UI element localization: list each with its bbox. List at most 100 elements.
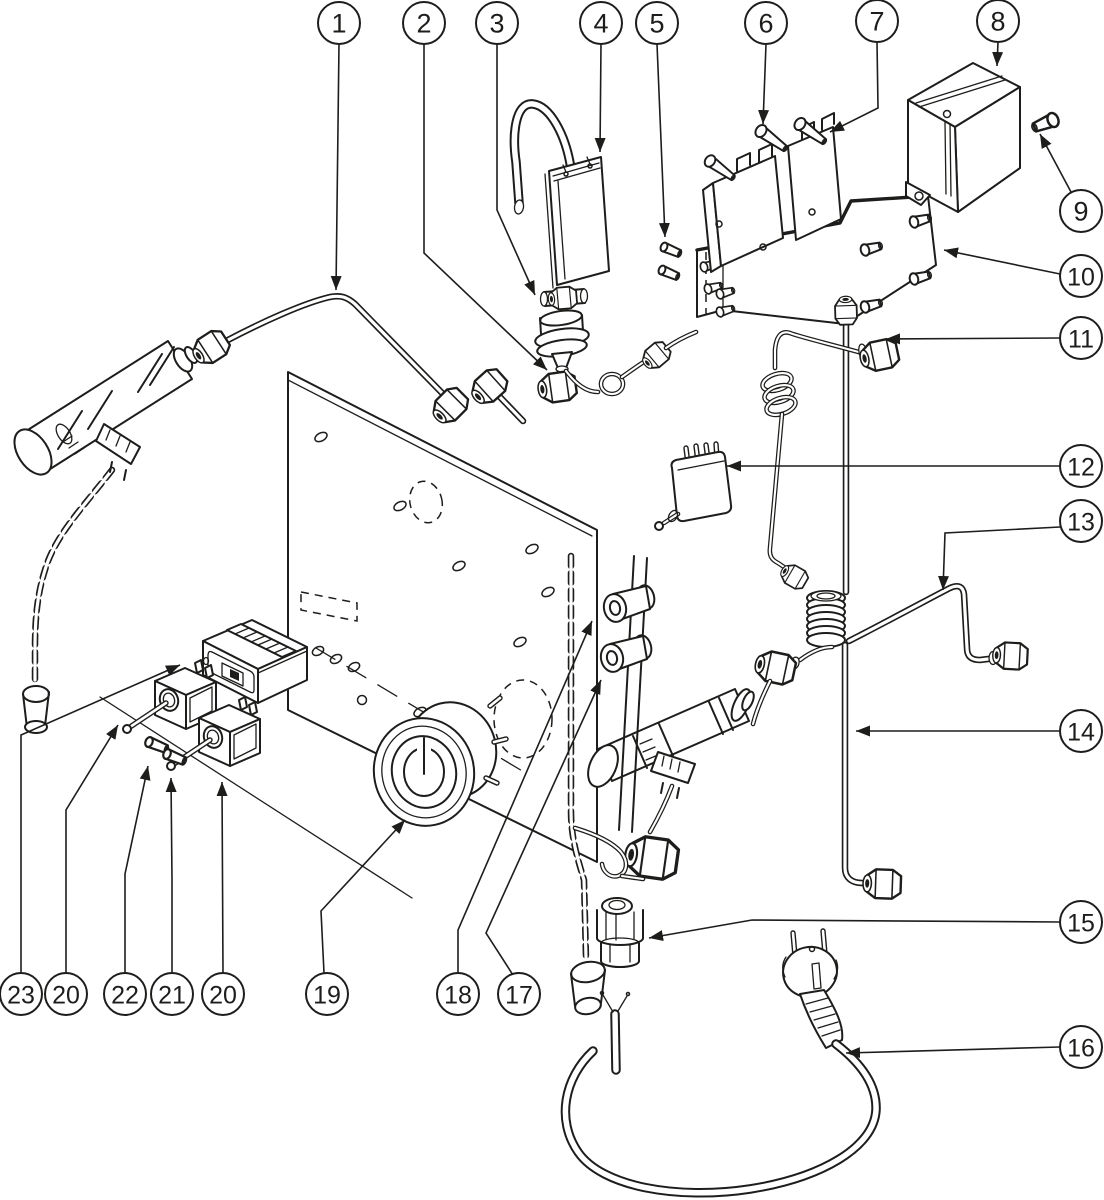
toggle-switch-right [166,696,261,771]
pump-assembly-left [13,340,199,734]
callout-number: 2 [416,9,431,39]
callout-leader [1039,133,1072,193]
callout-23: 23 [0,664,181,1016]
callout-balloon [579,1,623,45]
callout-number: 16 [1067,1035,1095,1063]
cable-gland [596,897,644,968]
callout-20: 20 [201,781,245,1016]
callout-balloon [744,1,788,45]
callout-1: 1 [317,1,361,291]
callout-leader [758,43,770,125]
callout-number: 8 [990,7,1005,37]
callout-leader [216,781,228,974]
callout-leader [124,765,151,973]
callout-balloon [635,1,679,45]
parts-artwork [13,62,1062,1198]
callout-5: 5 [635,1,679,238]
callout-leader [656,43,670,238]
callout-leader [423,44,548,371]
callout-number: 7 [869,7,884,37]
callout-15: 15 [648,900,1103,944]
callout-9: 9 [1039,133,1103,233]
callout-balloon [44,972,88,1016]
callout-3: 3 [475,1,536,296]
callout-balloon [1059,254,1103,298]
callout-leader [20,664,181,973]
callout-leader [885,333,1061,345]
micro-switch [654,441,733,531]
callout-22: 22 [103,765,151,1016]
callout-2: 2 [402,1,548,371]
long-boiler-pipe [750,294,903,901]
callout-balloon [317,1,361,45]
callout-balloon [1059,444,1103,488]
callout-number: 20 [209,982,237,1010]
callout-11: 11 [885,316,1103,360]
callout-leader [937,526,1061,591]
callout-balloon [1059,499,1103,543]
callout-number: 3 [489,9,504,39]
callout-balloon [150,972,194,1016]
callout-number: 11 [1068,326,1094,354]
callout-number: 9 [1073,197,1088,227]
callout-balloon [1059,189,1103,233]
callout-balloon [436,972,480,1016]
callout-balloon [402,1,446,45]
callout-number: 4 [593,9,608,39]
callout-number: 10 [1067,264,1095,292]
control-box-screw [1028,110,1062,137]
callout-leader [845,1046,1061,1059]
callout-leader [648,919,1061,942]
back-panel [287,371,598,863]
callout-leader [992,41,1004,67]
callout-balloon [497,972,541,1016]
callout-number: 21 [158,982,186,1010]
callout-balloon [305,972,349,1016]
callout-leader [594,43,606,153]
callout-17: 17 [485,679,602,1016]
callout-balloon [1059,1025,1103,1069]
callout-number: 1 [331,9,346,39]
callout-balloon [0,972,43,1016]
callout-balloon [475,1,519,45]
callout-number: 6 [758,9,773,39]
callout-12: 12 [727,444,1103,488]
callout-number: 18 [444,982,472,1010]
hour-counter [202,619,308,704]
callout-16: 16 [845,1025,1103,1069]
callout-leader [829,41,879,133]
callout-18: 18 [436,620,593,1016]
callout-balloon [855,0,899,43]
callout-number: 15 [1067,910,1095,938]
right-boiler-pipe [845,583,1030,672]
callout-balloon [1059,900,1103,944]
callout-number: 19 [313,982,341,1010]
capillary-tube [760,330,902,593]
callout-balloon [976,0,1020,43]
callout-balloon [201,972,245,1016]
control-box [905,62,1062,213]
upper-panel-fitting [602,584,656,623]
callout-balloon [1059,709,1103,753]
callout-20: 20 [44,724,119,1016]
pump-assembly-center [572,688,755,883]
callout-leader [320,819,406,974]
valve-assembly [464,285,699,425]
callout-number: 20 [52,982,80,1010]
callout-leader [165,777,177,973]
callout-leader [65,724,119,973]
callout-balloon [1059,316,1103,360]
callout-7: 7 [829,0,899,133]
callout-leader [496,44,536,296]
callout-number: 23 [7,982,35,1010]
callout-4: 4 [579,1,623,153]
dashed-hose [567,552,590,962]
callout-21: 21 [150,777,194,1016]
pressure-gauge [372,695,509,827]
callout-number: 13 [1067,509,1095,537]
callout-number: 17 [505,982,533,1010]
callout-number: 22 [111,982,139,1010]
callout-14: 14 [856,709,1103,753]
